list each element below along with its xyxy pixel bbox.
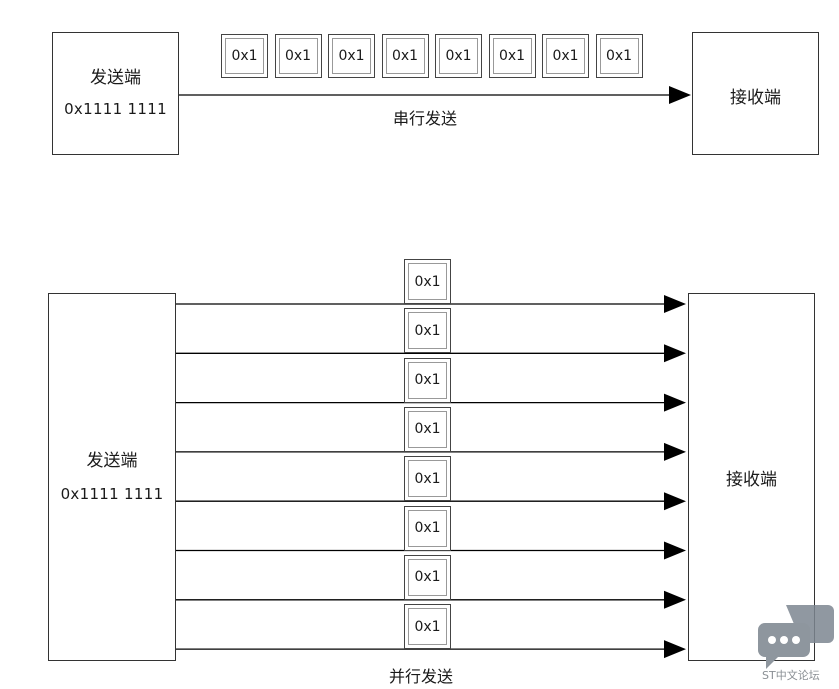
packet-inner-border bbox=[332, 38, 371, 74]
packet-inner-border bbox=[546, 38, 585, 74]
arrowhead bbox=[664, 393, 686, 412]
parallel-caption: 并行发送 bbox=[389, 667, 454, 686]
watermark-text: ST中文论坛 bbox=[762, 669, 820, 682]
packet-label: 0x1 bbox=[414, 569, 441, 586]
arrowhead bbox=[664, 442, 686, 461]
packet-label: 0x1 bbox=[414, 322, 441, 339]
parallel-receiver-box: 接收端 bbox=[688, 293, 815, 661]
serial-packet: 0x1 bbox=[221, 34, 268, 78]
serial-packet: 0x1 bbox=[542, 34, 589, 78]
packet-inner-border bbox=[225, 38, 264, 74]
parallel-sender-title: 发送端 bbox=[86, 451, 138, 471]
serial-caption: 串行发送 bbox=[393, 109, 458, 128]
parallel-packet: 0x1 bbox=[404, 308, 451, 354]
parallel-receiver-title: 接收端 bbox=[726, 470, 777, 490]
packet-label: 0x1 bbox=[605, 48, 633, 64]
serial-packet: 0x1 bbox=[381, 34, 429, 78]
packet-inner-border bbox=[408, 608, 447, 646]
arrowhead bbox=[664, 492, 686, 511]
packet-inner-border bbox=[599, 38, 639, 74]
arrowhead bbox=[664, 344, 686, 363]
parallel-packet: 0x1 bbox=[404, 456, 451, 502]
packet-inner-border bbox=[408, 410, 447, 448]
packet-label: 0x1 bbox=[284, 48, 312, 64]
arrowhead bbox=[664, 541, 686, 560]
parallel-packet: 0x1 bbox=[404, 357, 451, 403]
packet-label: 0x1 bbox=[552, 48, 579, 64]
packet-inner-border bbox=[408, 558, 447, 596]
packet-label: 0x1 bbox=[414, 618, 441, 635]
packet-inner-border bbox=[492, 38, 532, 74]
serial-sender-box: 发送端 0x1111 1111 bbox=[52, 32, 179, 155]
serial-receiver-title: 接收端 bbox=[730, 88, 781, 108]
packet-inner-border bbox=[278, 38, 318, 74]
parallel-packet: 0x1 bbox=[404, 259, 451, 304]
serial-packet: 0x1 bbox=[328, 34, 375, 78]
serial-sender-value: 0x1111 1111 bbox=[64, 100, 167, 118]
parallel-sender-box: 发送端 0x1111 1111 bbox=[48, 293, 176, 661]
serial-receiver-box: 接收端 bbox=[692, 32, 819, 155]
packet-label: 0x1 bbox=[414, 372, 441, 389]
parallel-sender-value: 0x1111 1111 bbox=[60, 485, 164, 503]
packet-label: 0x1 bbox=[414, 421, 441, 438]
serial-packet: 0x1 bbox=[435, 34, 482, 78]
serial-packet: 0x1 bbox=[488, 34, 536, 78]
packet-label: 0x1 bbox=[498, 48, 526, 64]
packet-inner-border bbox=[408, 509, 447, 547]
packet-label: 0x1 bbox=[338, 48, 365, 64]
packet-inner-border bbox=[408, 361, 447, 399]
arrowhead bbox=[664, 590, 686, 609]
arrowhead bbox=[669, 86, 691, 104]
serial-sender-title: 发送端 bbox=[90, 68, 141, 88]
packet-label: 0x1 bbox=[391, 48, 419, 64]
arrowhead bbox=[664, 640, 686, 659]
packet-label: 0x1 bbox=[414, 273, 441, 290]
arrowhead bbox=[664, 295, 686, 313]
packet-inner-border bbox=[439, 38, 478, 74]
parallel-packet: 0x1 bbox=[404, 505, 451, 551]
packet-label: 0x1 bbox=[414, 520, 441, 536]
packet-label: 0x1 bbox=[231, 48, 258, 64]
chat-bubble-icon bbox=[758, 605, 834, 669]
parallel-packet: 0x1 bbox=[404, 554, 451, 600]
packet-label: 0x1 bbox=[445, 48, 472, 64]
packet-inner-border bbox=[408, 312, 447, 350]
packet-inner-border bbox=[385, 38, 425, 74]
packet-inner-border bbox=[408, 263, 447, 300]
packet-inner-border bbox=[408, 460, 447, 498]
parallel-packet: 0x1 bbox=[404, 406, 451, 452]
packet-label: 0x1 bbox=[414, 470, 441, 487]
serial-packet: 0x1 bbox=[274, 34, 322, 78]
parallel-packet: 0x1 bbox=[404, 604, 451, 650]
serial-packet: 0x1 bbox=[595, 34, 643, 78]
